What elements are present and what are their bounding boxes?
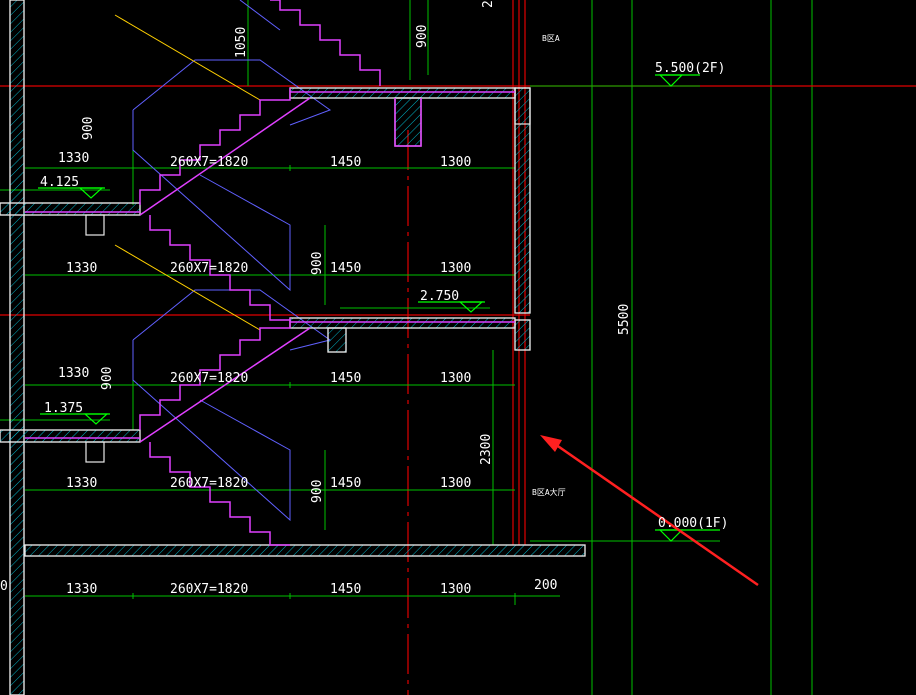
stair-flights: [25, 0, 515, 546]
right-wall: [514, 87, 531, 351]
dim-200: 200: [534, 578, 557, 593]
dim-900-a: 900: [81, 117, 96, 140]
dim-stairs-r1: 260X7=1820: [170, 155, 248, 170]
dim-left-edge: 0: [0, 579, 8, 594]
vertical-grid-lines: [409, 0, 813, 695]
dim-5500: 5500: [617, 304, 632, 335]
dim-stairs-r5: 260X7=1820: [170, 582, 248, 597]
elev-5500: 5.500(2F): [655, 61, 725, 76]
level-markers: [38, 74, 720, 542]
dim-2300: 2300: [479, 434, 494, 465]
dim-1330-r5: 1330: [66, 582, 97, 597]
level-marker-icon: [655, 74, 700, 87]
dim-1330-r1: 1330: [58, 151, 89, 166]
level-marker-icon: [38, 187, 105, 199]
dim-top-2: 2: [481, 0, 496, 8]
elev-1375: 1.375: [44, 401, 83, 416]
dim-900-top: 900: [415, 25, 430, 48]
dim-1330-r4: 1330: [66, 476, 97, 491]
dimension-lines: [0, 0, 720, 605]
note-bottom: B区A大厅: [532, 487, 566, 497]
dim-1450-r1: 1450: [330, 155, 361, 170]
dim-1330-r3: 1330: [58, 366, 89, 381]
dim-900-d: 900: [310, 480, 325, 503]
level-marker-icon: [40, 413, 110, 425]
red-pointer-arrow-icon: [540, 435, 759, 587]
dim-1450-r4: 1450: [330, 476, 361, 491]
dim-900-b: 900: [310, 252, 325, 275]
level-marker-icon: [655, 529, 720, 542]
dim-1300-r1: 1300: [440, 155, 471, 170]
dim-1300-r3: 1300: [440, 371, 471, 386]
dim-stairs-r2: 260X7=1820: [170, 261, 248, 276]
guide-lines: [114, 0, 332, 522]
dim-1050: 1050: [234, 27, 249, 58]
level-marker-icon: [418, 301, 485, 313]
dim-stairs-r4: 260X7=1820: [170, 476, 248, 491]
dim-1330-r2: 1330: [66, 261, 97, 276]
left-walls: [9, 0, 25, 695]
dim-1450-r3: 1450: [330, 371, 361, 386]
dim-1450-r5: 1450: [330, 582, 361, 597]
dimension-texts: 5.500(2F) 4.125 2.750 1.375 0.000(1F) 13…: [0, 0, 728, 597]
dim-1300-r4: 1300: [440, 476, 471, 491]
dim-1300-r2: 1300: [440, 261, 471, 276]
elev-2750: 2.750: [420, 289, 459, 304]
dim-1450-r2: 1450: [330, 261, 361, 276]
elev-4125: 4.125: [40, 175, 79, 190]
dim-1300-r5: 1300: [440, 582, 471, 597]
elev-0000: 0.000(1F): [658, 516, 728, 531]
note-top: B区A: [542, 34, 560, 43]
dim-stairs-r3: 260X7=1820: [170, 371, 248, 386]
dim-900-c: 900: [100, 367, 115, 390]
